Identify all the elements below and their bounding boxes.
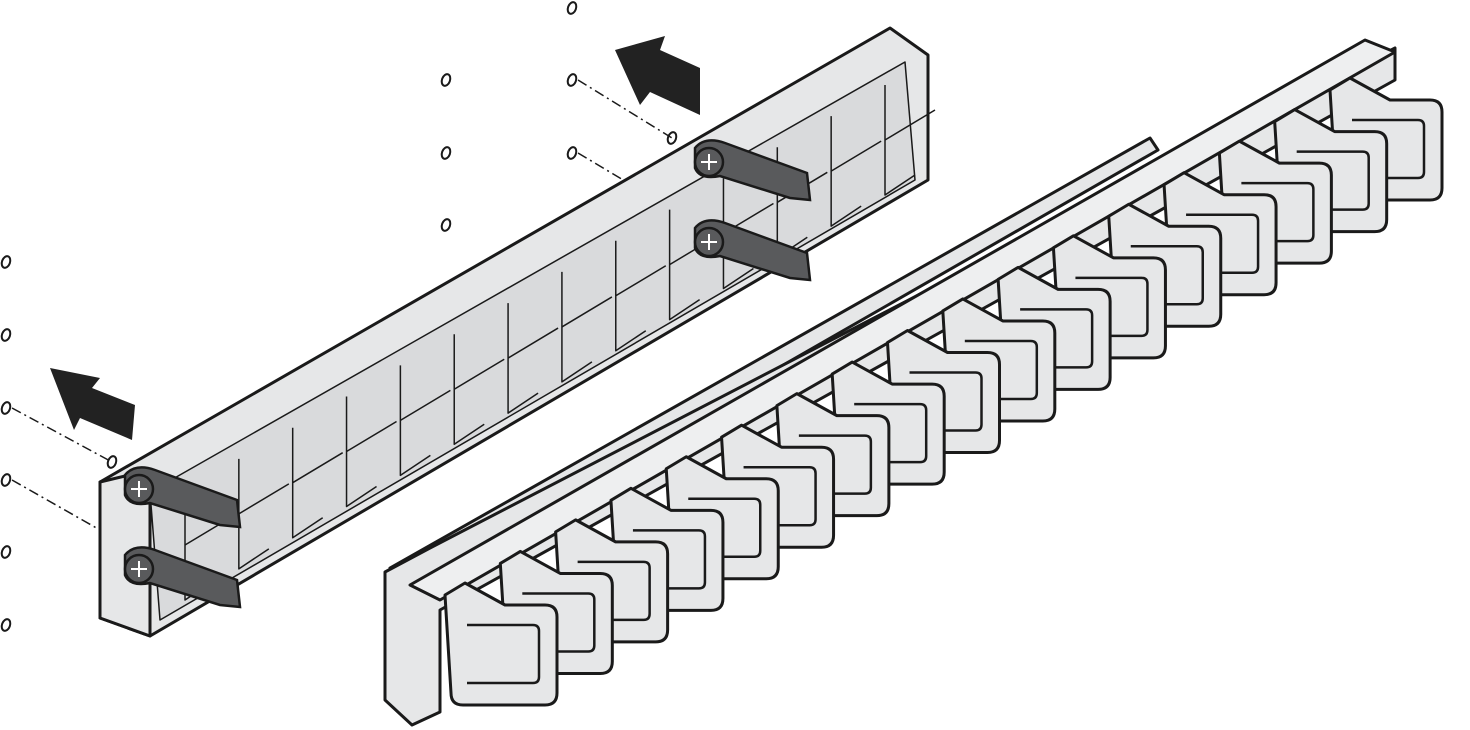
rail-rib bbox=[830, 116, 862, 227]
screw-hole-icon bbox=[440, 146, 452, 160]
rail-rib bbox=[561, 271, 593, 383]
rail-rib bbox=[722, 178, 754, 290]
rail-rib bbox=[292, 452, 344, 484]
screw-hole-icon bbox=[566, 73, 578, 87]
clamp-lever bbox=[693, 139, 812, 202]
rail-rib bbox=[561, 296, 613, 328]
clamp-lever bbox=[123, 466, 242, 529]
rail-rib bbox=[884, 109, 936, 141]
rail-rib bbox=[399, 389, 451, 422]
screw-hole-icon bbox=[0, 618, 12, 632]
screw-hole-icon bbox=[0, 545, 12, 559]
screw-hole-icon bbox=[566, 146, 578, 160]
screw-hole-icon bbox=[0, 401, 12, 415]
screw-hole-icon bbox=[666, 131, 678, 145]
screw-hole-icon bbox=[106, 455, 118, 469]
hook bbox=[443, 581, 559, 707]
rail-rib bbox=[507, 303, 539, 414]
left-rail bbox=[98, 26, 936, 638]
screw-hole-icon bbox=[566, 1, 578, 15]
rail-rib bbox=[668, 209, 701, 321]
clamp-lever bbox=[123, 546, 242, 609]
rack-top-rail bbox=[408, 38, 1397, 602]
rail-rib bbox=[238, 458, 270, 570]
rail-rib bbox=[884, 85, 916, 196]
rail-rib bbox=[238, 483, 290, 515]
direction-arrow-left bbox=[50, 368, 135, 440]
rail-rib bbox=[399, 365, 431, 477]
hook-rack bbox=[383, 38, 1444, 727]
rail-rib bbox=[453, 358, 505, 390]
rail-rib bbox=[507, 327, 559, 359]
screw-hole-icon bbox=[0, 473, 12, 487]
rail-rib bbox=[291, 427, 324, 539]
screw-hole-icon bbox=[440, 218, 452, 232]
clamp-lever bbox=[693, 219, 812, 282]
rail-rib bbox=[615, 265, 667, 297]
screw-hole-icon bbox=[440, 73, 452, 87]
rail-rib bbox=[453, 334, 485, 445]
rail-rib bbox=[345, 396, 377, 508]
rail-rib bbox=[615, 240, 647, 352]
screw-hole-icon bbox=[0, 255, 12, 269]
rail-rib bbox=[346, 420, 397, 453]
arrows bbox=[50, 36, 700, 440]
rail-rib bbox=[830, 140, 882, 172]
direction-arrow-right bbox=[615, 36, 700, 115]
screw-hole-icon bbox=[0, 328, 12, 342]
